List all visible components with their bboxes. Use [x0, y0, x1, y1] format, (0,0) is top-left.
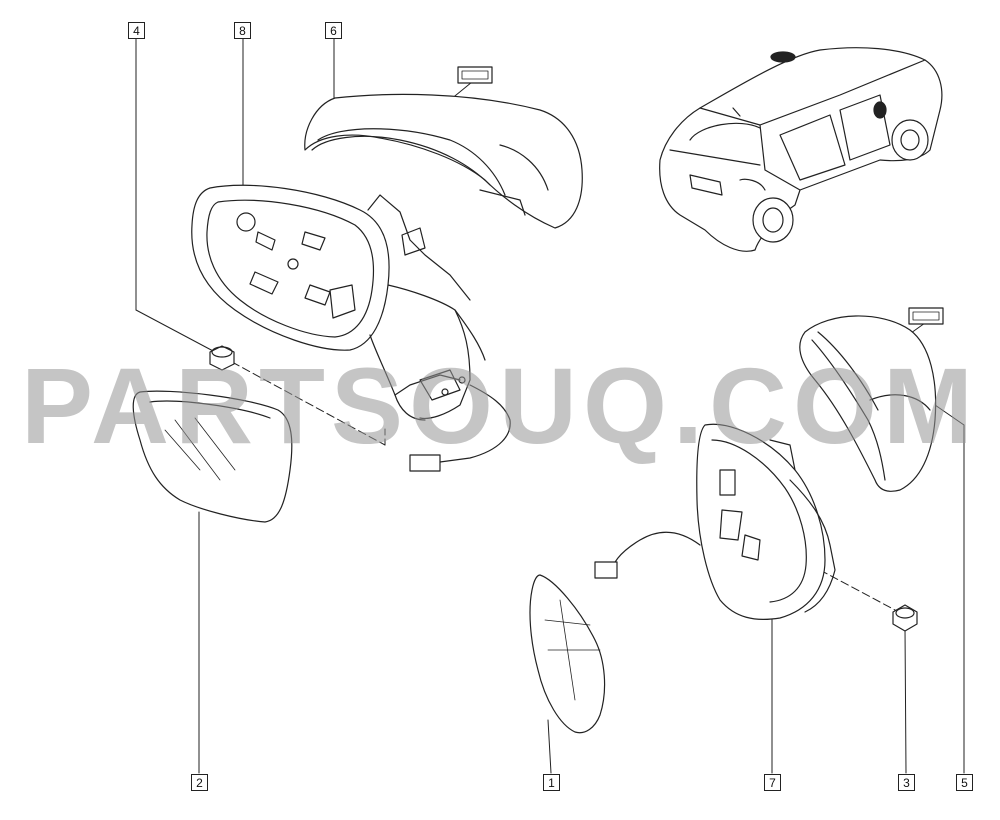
callout-5: 5: [956, 774, 973, 791]
mirror-housing-right: [594, 423, 836, 621]
callout-2: 2: [191, 774, 208, 791]
callout-4: 4: [128, 22, 145, 39]
callout-3: 3: [898, 774, 915, 791]
label-tag-upper: [457, 66, 493, 84]
callout-8: 8: [234, 22, 251, 39]
nut-small: [209, 345, 235, 371]
label-tag-right: [908, 307, 944, 325]
mirror-cover-right: [799, 315, 937, 492]
callout-6: 6: [325, 22, 342, 39]
mirror-glass-right: [529, 574, 606, 734]
mirror-glass-left: [132, 390, 293, 523]
mirror-cover-upper: [304, 93, 583, 229]
callout-7: 7: [764, 774, 781, 791]
nut-right: [892, 604, 918, 632]
vehicle-illustration: [659, 47, 943, 252]
callout-1: 1: [543, 774, 560, 791]
mirror-housing-assembly: [191, 184, 511, 472]
